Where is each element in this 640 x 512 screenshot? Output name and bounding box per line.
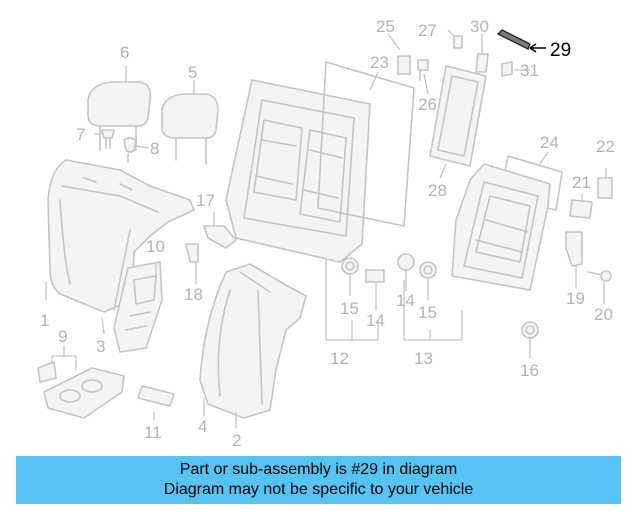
callout-6: 6	[120, 43, 129, 62]
callout-14b: 14	[396, 291, 415, 310]
clip-30	[475, 53, 489, 73]
bracket-18	[185, 243, 199, 263]
info-banner: Part or sub-assembly is #29 in diagram D…	[16, 456, 621, 504]
clip-27	[453, 35, 463, 49]
parts-diagram: 1 2 3 4 5 6 7 8 9 10 11 12 13 14 14 15 1…	[37, 17, 615, 450]
callout-3: 3	[96, 337, 105, 356]
callout-30: 30	[470, 17, 489, 36]
callout-9: 9	[58, 327, 67, 346]
callout-labels: 1 2 3 4 5 6 7 8 9 10 11 12 13 14 14 15 1…	[40, 17, 615, 450]
callout-17: 17	[196, 191, 215, 210]
callout-21: 21	[572, 173, 591, 192]
clip-31	[501, 61, 513, 77]
callout-14a: 14	[366, 311, 385, 330]
frame-28	[429, 65, 487, 167]
panel-23	[317, 61, 415, 227]
seatback-frame-left	[225, 79, 371, 263]
guide-clip-7	[101, 129, 115, 149]
callout-11: 11	[144, 423, 162, 442]
callout-2: 2	[232, 431, 241, 450]
callout-25: 25	[376, 17, 395, 36]
armrest-cupholder	[37, 361, 125, 419]
headrest-middle	[161, 93, 219, 165]
bushing-14-left	[365, 269, 385, 283]
callout-31: 31	[520, 61, 539, 80]
callout-15a: 15	[340, 299, 359, 318]
seatback-frame-right	[451, 163, 551, 291]
callout-29: 29	[550, 40, 571, 61]
callout-18: 18	[184, 285, 203, 304]
callout-23: 23	[370, 53, 389, 72]
strap-29-highlighted	[496, 29, 546, 53]
callout-15b: 15	[418, 303, 437, 322]
bracket-17	[203, 225, 237, 249]
callout-12: 12	[330, 349, 349, 368]
callout-4: 4	[198, 417, 207, 436]
guide-clip-8	[123, 137, 137, 163]
callout-20: 20	[594, 305, 613, 324]
callout-22: 22	[596, 137, 615, 156]
grommet-15-right	[419, 261, 437, 279]
grommet-16	[521, 321, 539, 339]
hinge-19	[565, 231, 583, 267]
seatback-cover-left	[47, 159, 195, 313]
callout-28: 28	[428, 181, 447, 200]
cover-22	[597, 177, 613, 199]
callout-24: 24	[540, 133, 559, 152]
callout-1: 1	[40, 311, 49, 330]
callout-8: 8	[150, 139, 159, 158]
callout-7: 7	[76, 125, 85, 144]
callout-27: 27	[418, 21, 437, 40]
armrest-frame	[113, 261, 163, 353]
callout-10: 10	[146, 237, 165, 256]
trim-cover-11	[137, 385, 175, 407]
bushing-14-right	[397, 253, 415, 271]
callout-26: 26	[418, 95, 437, 114]
callout-5: 5	[188, 63, 197, 82]
bolt-26	[417, 59, 429, 81]
headrest-left	[87, 81, 152, 151]
banner-line-1: Part or sub-assembly is #29 in diagram	[179, 461, 458, 478]
bracket-21	[569, 199, 593, 219]
seatback-cover-right	[199, 263, 307, 419]
grommet-15-left	[341, 257, 359, 275]
callout-19: 19	[566, 289, 585, 308]
bolt-20	[587, 270, 612, 282]
clip-25	[397, 55, 411, 75]
banner-line-2: Diagram may not be specific to your vehi…	[163, 481, 474, 498]
callout-13: 13	[414, 349, 433, 368]
callout-16: 16	[520, 361, 539, 380]
leader-lines	[45, 29, 607, 428]
